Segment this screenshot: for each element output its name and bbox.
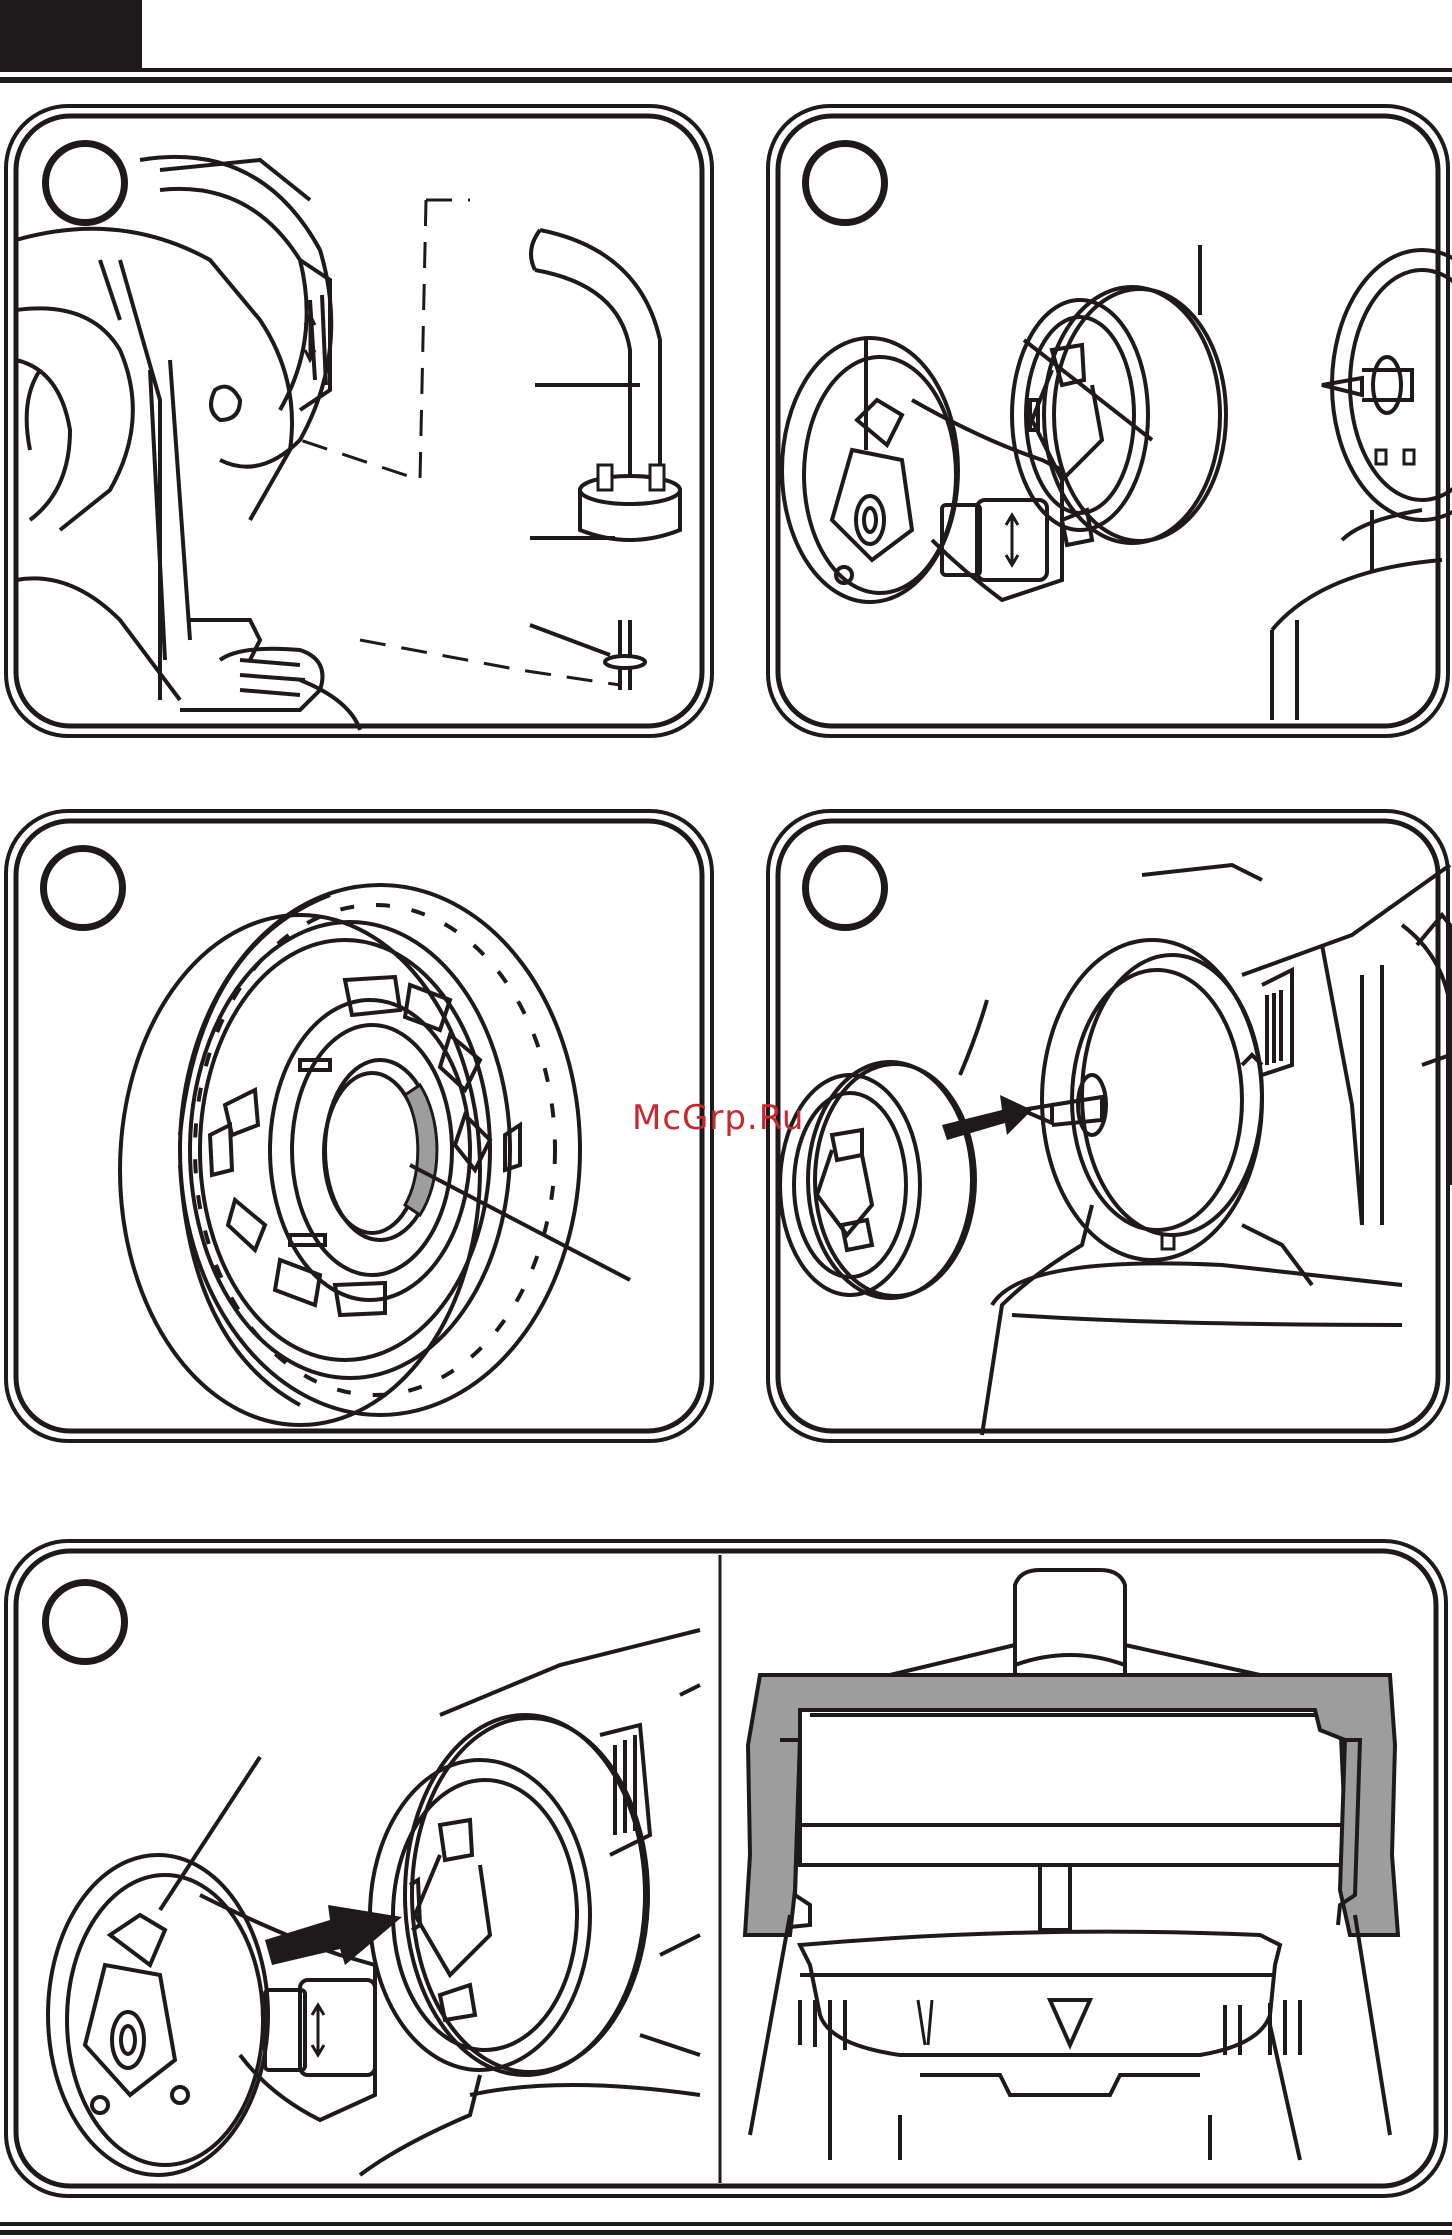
panel-3-air-cap-seal — [0, 805, 720, 1450]
panel-1-hose-assembly — [0, 100, 720, 745]
header-tab — [0, 0, 142, 68]
step-circle-5 — [42, 1579, 128, 1665]
header-rule-bottom — [0, 77, 1452, 83]
step-circle-4 — [802, 845, 888, 931]
panel-5-6-combined — [0, 1535, 1452, 2205]
header-rule-top — [0, 68, 1452, 72]
step-circle-3 — [40, 845, 126, 931]
panel-2-nozzle-parts — [762, 100, 1452, 745]
step-circle-2 — [802, 140, 888, 226]
footer-rule-top — [0, 2222, 1452, 2226]
panel-4-attach-air-cap — [762, 805, 1452, 1450]
footer-rule-bottom — [0, 2230, 1452, 2235]
step-circle-1 — [42, 140, 128, 226]
watermark-text: McGrp.Ru — [632, 1098, 804, 1138]
